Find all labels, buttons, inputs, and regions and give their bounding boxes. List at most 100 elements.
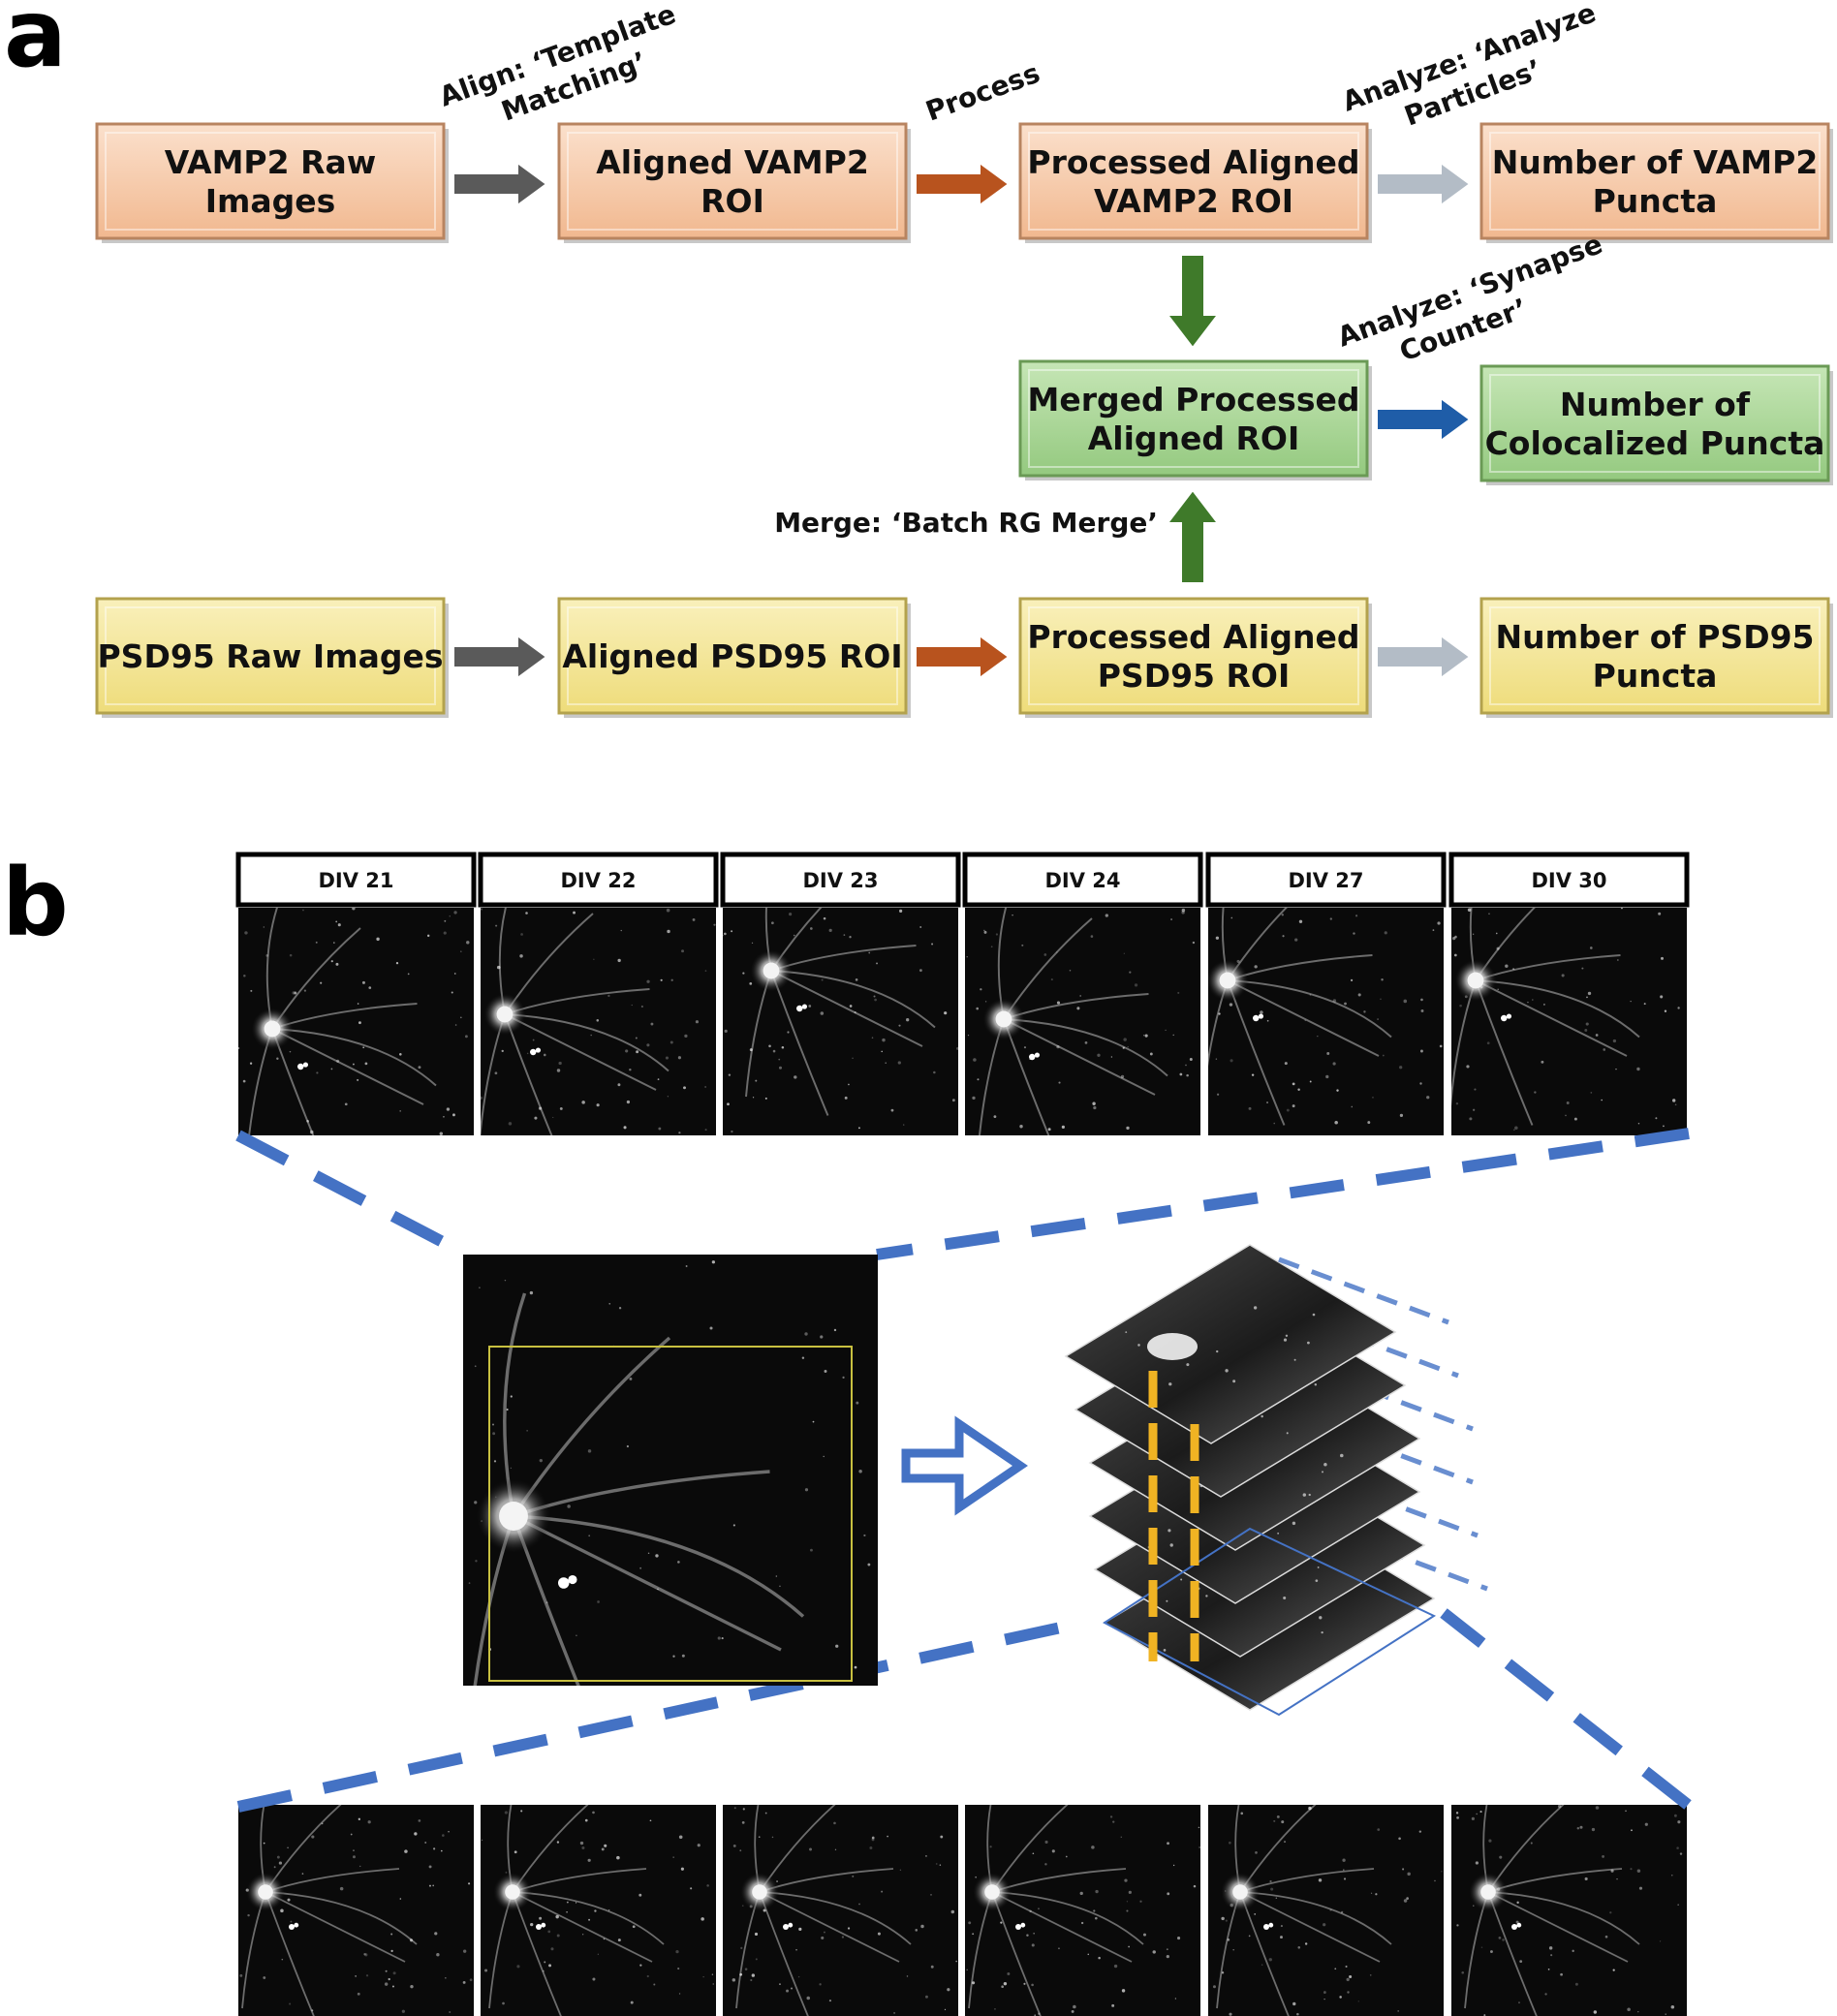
puncta [579,1841,584,1845]
puncta [678,1993,681,1995]
puncta [740,1946,743,1949]
puncta [337,923,341,927]
puncta [1461,1970,1465,1974]
roi-selection-box [488,1346,853,1682]
puncta [392,1971,396,1975]
puncta [1455,1812,1459,1814]
puncta [732,1978,736,1982]
bright-puncta [1029,1053,1036,1061]
puncta [1515,1920,1519,1924]
puncta [681,1654,685,1658]
puncta [1122,1046,1125,1049]
puncta [542,1969,545,1972]
bright-puncta [558,1577,570,1589]
puncta [519,954,523,958]
puncta [723,935,724,937]
puncta [629,1068,632,1071]
puncta [749,1048,753,1052]
puncta [1475,1861,1479,1865]
puncta [1329,1908,1332,1911]
puncta [1377,1828,1381,1831]
puncta [1380,998,1382,1001]
puncta [1437,921,1441,925]
puncta [1655,1117,1658,1120]
puncta [550,1947,554,1951]
bright-puncta [289,1924,295,1930]
puncta [646,1043,650,1047]
puncta [358,1021,361,1025]
puncta [1092,1101,1096,1105]
puncta [1625,1810,1627,1813]
puncta [1023,1046,1026,1049]
puncta [1616,1878,1618,1880]
psd95-image-day-3 [723,1805,958,2016]
puncta [1094,1916,1098,1920]
puncta [607,994,610,998]
merge-arrow-down [1165,254,1221,350]
puncta [333,942,335,944]
soma-core [1219,972,1236,989]
puncta [834,1848,837,1851]
hollow-right-arrow [901,1415,1028,1516]
puncta [1309,1080,1312,1083]
puncta [265,954,269,957]
day-label: DIV 24 [1044,869,1120,892]
box-body [95,122,446,240]
puncta [597,1600,600,1603]
puncta [566,1911,568,1913]
puncta [1612,1969,1615,1971]
puncta [704,970,707,972]
puncta [1269,1879,1272,1883]
puncta [1617,959,1619,961]
puncta [956,1046,958,1050]
box-body [1018,597,1369,715]
puncta [947,1988,950,1992]
bright-puncta [1020,1922,1026,1928]
box-body [95,597,446,715]
box-label-line: Processed Aligned [1027,618,1359,656]
puncta [552,1116,554,1119]
puncta [520,933,523,936]
puncta [464,1035,468,1039]
stack-puncta [1168,1529,1171,1533]
puncta [876,962,878,965]
puncta [657,1078,660,1081]
puncta [1069,970,1072,972]
zoom-line-bottom-left [236,1622,1063,1813]
puncta [384,1982,389,1986]
puncta [460,950,462,952]
image-background [463,1255,878,1686]
puncta [436,1952,440,1957]
puncta [1056,951,1058,953]
puncta [881,1890,884,1893]
bright-puncta [536,1924,542,1930]
puncta [877,1932,881,1936]
puncta [514,1850,517,1854]
puncta [1341,1910,1344,1913]
puncta [968,1921,972,1925]
puncta [1043,953,1047,956]
puncta [626,1100,631,1104]
puncta [906,1975,909,1977]
puncta [287,1898,291,1902]
box-bevel [1489,374,1821,473]
puncta [1584,1876,1588,1881]
puncta [823,1455,825,1458]
puncta [544,1961,546,1964]
puncta [1419,1049,1423,1053]
puncta [1292,2001,1296,2006]
puncta [556,1934,560,1938]
puncta [772,1049,776,1053]
puncta [1251,1073,1255,1076]
puncta [1001,1985,1004,1989]
stack-puncta [1285,1334,1289,1337]
puncta [672,1856,674,1858]
bright-puncta [788,1922,794,1928]
puncta [775,1575,778,1577]
box-label-line: Images [205,182,336,220]
box-body [1479,122,1830,240]
